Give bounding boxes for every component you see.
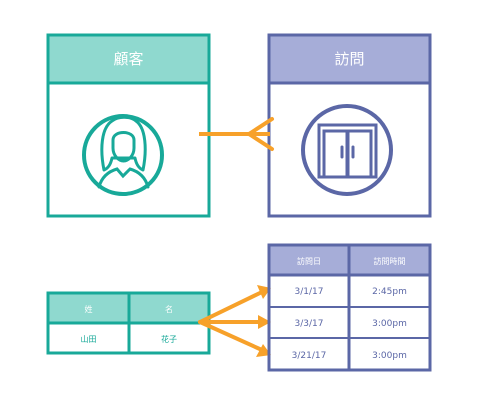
- customer-card: 顧客: [46, 33, 211, 218]
- visit-card: 訪問: [267, 33, 432, 218]
- record-link-arrows: [198, 285, 271, 357]
- visit-table-cell-time-1: 2:45pm: [372, 287, 407, 297]
- customer-table-header-surname: 姓: [85, 304, 93, 314]
- customer-table: 姓 名 山田 花子: [46, 291, 211, 355]
- visit-table-cell-date-2: 3/3/17: [295, 319, 324, 329]
- visit-table-cell-time-2: 3:00pm: [372, 319, 407, 329]
- customer-table-cell-surname: 山田: [81, 334, 97, 344]
- visit-table-cell-date-3: 3/21/17: [292, 351, 327, 361]
- visit-table-header-date: 訪問日: [297, 256, 321, 266]
- visit-table-cell-date-1: 3/1/17: [295, 287, 324, 297]
- visit-card-title: 訪問: [334, 50, 364, 68]
- double-door-icon: [301, 104, 393, 196]
- woman-avatar-icon: [82, 114, 164, 196]
- visit-table: 訪問日 訪問時間 3/1/17 2:45pm 3/3/17 3:00pm 3/2…: [267, 243, 432, 372]
- customer-table-cell-given-name: 花子: [161, 334, 177, 344]
- visit-table-cell-time-3: 3:00pm: [372, 351, 407, 361]
- visit-card-header: [267, 33, 432, 85]
- customer-table-header-given-name: 名: [165, 304, 173, 314]
- customer-card-header: [46, 33, 211, 85]
- visit-table-header-time: 訪問時間: [374, 256, 406, 266]
- customer-card-title: 顧客: [113, 50, 143, 68]
- one-to-many-connector: [199, 117, 274, 151]
